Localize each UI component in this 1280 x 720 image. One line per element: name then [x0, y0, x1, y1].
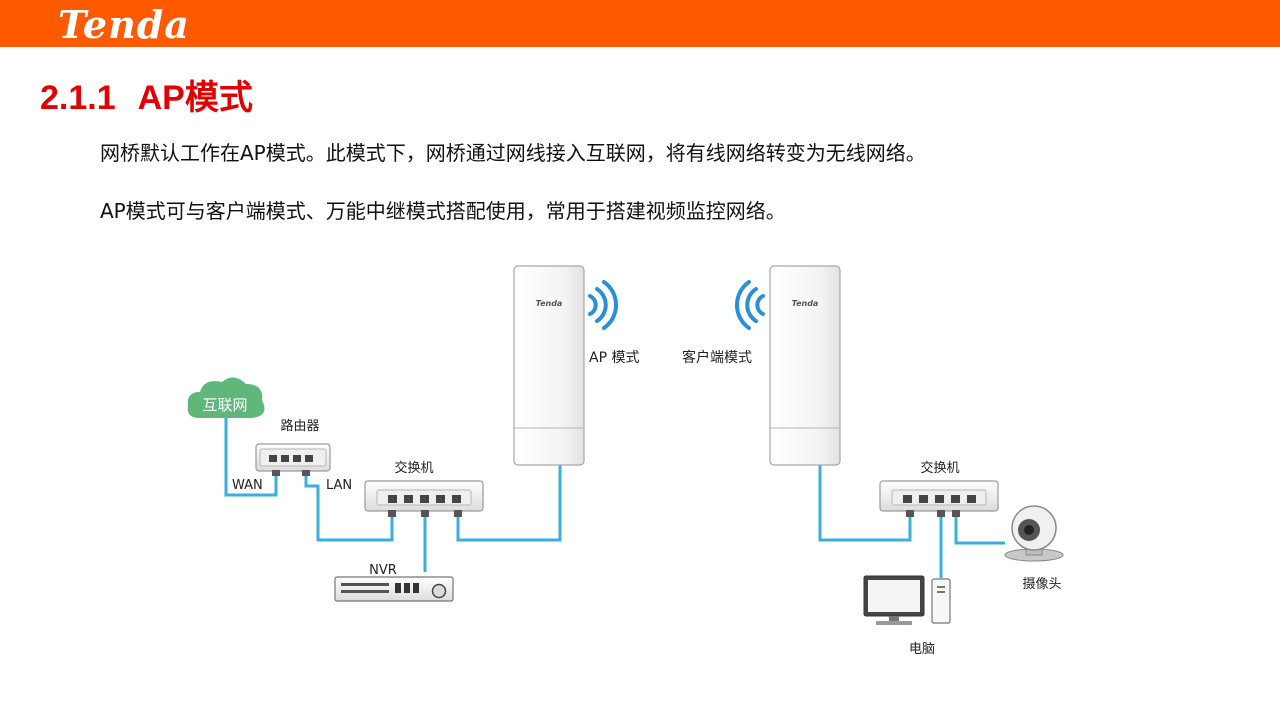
switch-right: 交换机: [879, 460, 999, 517]
cable-cloud-to-router: [224, 418, 278, 497]
paragraph-ap-description: 网桥默认工作在AP模式。此模式下，网桥通过网线接入互联网，将有线网络转变为无线网…: [100, 141, 926, 165]
cable-switch-to-camera: [954, 516, 1005, 545]
nvr-label: NVR: [369, 563, 397, 578]
nvr-device: NVR: [334, 563, 454, 602]
wifi-signal-icon: [735, 280, 765, 330]
client-mode-label: 客户端模式: [682, 349, 752, 366]
bridge-client-logo: Tenda: [792, 299, 819, 308]
ap-mode-label: AP 模式: [589, 350, 639, 366]
paragraph-ap-usage: AP模式可与客户端模式、万能中继模式搭配使用，常用于搭建视频监控网络。: [100, 199, 786, 223]
internet-cloud: 互联网: [187, 377, 265, 418]
switch-left: 交换机: [364, 460, 484, 517]
router-device: 路由器: [255, 418, 331, 476]
cable-router-to-switch: [304, 475, 394, 542]
cable-switch-to-ap: [456, 465, 562, 542]
bridge-ap-logo: Tenda: [536, 299, 563, 308]
bridge-client-device: Tenda: [769, 265, 841, 466]
wifi-signal-icon: [588, 280, 618, 330]
computer-icon: [863, 575, 951, 625]
camera-icon: [1004, 505, 1064, 562]
bridge-ap-device: Tenda: [513, 265, 585, 466]
router-label: 路由器: [280, 418, 319, 434]
cable-client-to-switch: [818, 465, 912, 542]
section-title: AP模式: [137, 79, 253, 117]
camera-label: 摄像头: [1022, 577, 1061, 592]
switch-left-label: 交换机: [394, 460, 433, 476]
computer-label: 电脑: [909, 642, 935, 657]
section-heading: 2.1.1 AP模式: [40, 70, 253, 119]
cables: [224, 418, 1005, 578]
section-number: 2.1.1: [40, 79, 116, 117]
wan-label: WAN: [232, 478, 263, 493]
cloud-icon: [187, 377, 265, 418]
lan-label: LAN: [326, 478, 352, 493]
top-banner: Tenda: [0, 0, 1280, 47]
switch-right-label: 交换机: [920, 460, 959, 476]
tenda-logo: Tenda: [58, 2, 190, 47]
internet-label: 互联网: [202, 396, 247, 414]
